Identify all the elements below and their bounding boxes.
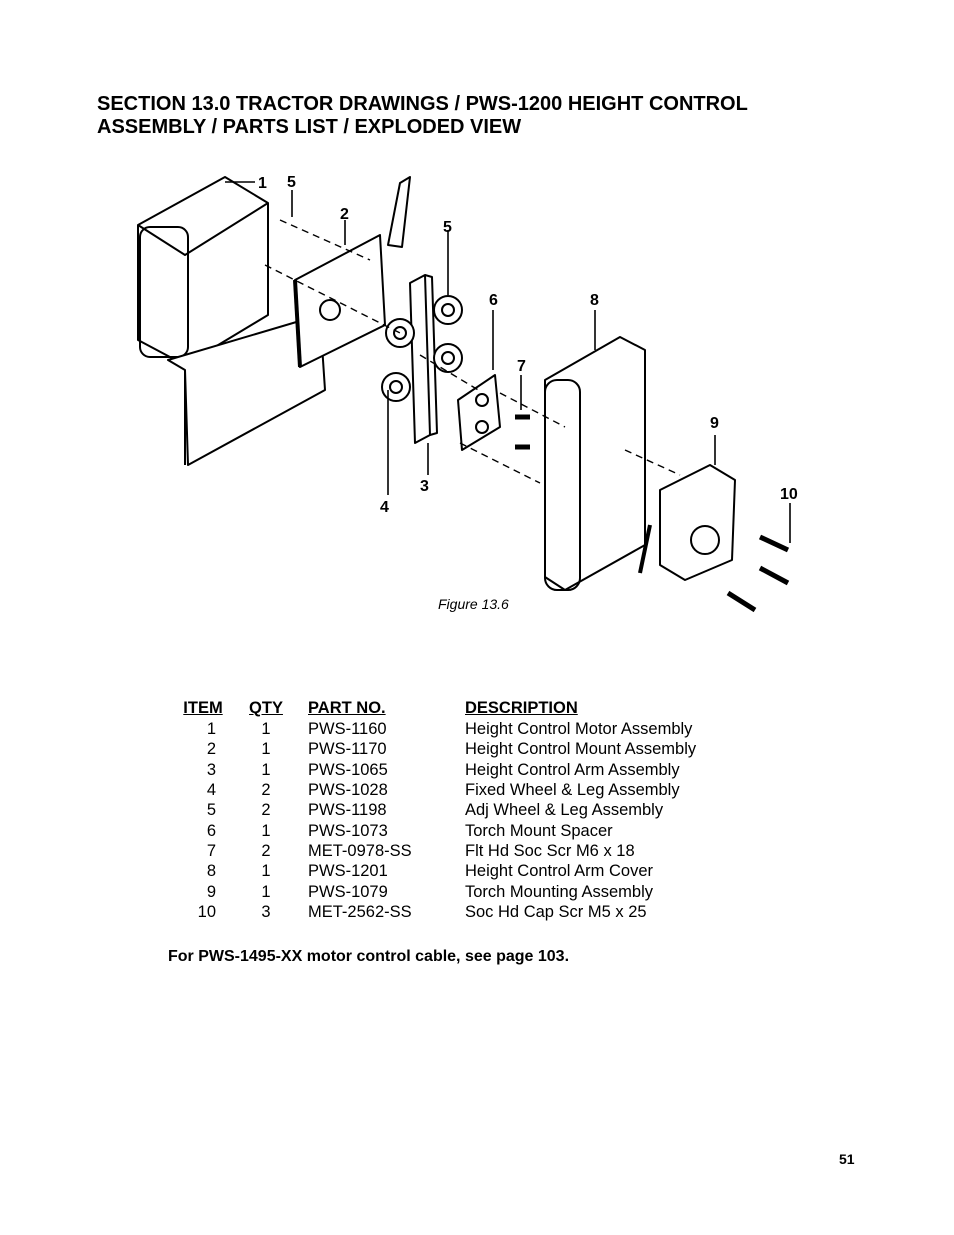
callout-2: 2 [340, 206, 349, 223]
table-row: 7 2 MET-0978-SS Flt Hd Soc Scr M6 x 18 [165, 841, 745, 861]
callout-6: 6 [489, 292, 498, 309]
table-row: 10 3 MET-2562-SS Soc Hd Cap Scr M5 x 25 [165, 902, 745, 922]
qty-cell: 2 [261, 781, 271, 800]
cable-reference-note: For PWS-1495-XX motor control cable, see… [168, 948, 570, 965]
desc-cell: Height Control Arm Assembly [465, 760, 680, 779]
qty-cell: 1 [261, 821, 271, 840]
header-item: ITEM [183, 699, 223, 717]
qty-cell: 1 [261, 740, 271, 759]
part-cell: PWS-1201 [308, 862, 388, 881]
rack-arm-drawing [409, 274, 438, 444]
part-cell: PWS-1079 [308, 882, 388, 901]
table-row: 1 1 PWS-1160 Height Control Motor Assembly [165, 719, 745, 739]
desc-cell: Height Control Arm Cover [465, 862, 653, 881]
wheels-drawing [381, 295, 463, 402]
part-cell: PWS-1028 [308, 781, 388, 800]
item-cell: 4 [206, 781, 216, 800]
desc-cell: Torch Mounting Assembly [465, 882, 654, 901]
header-part-no: PART NO. [308, 699, 386, 717]
desc-cell: Height Control Mount Assembly [465, 740, 697, 759]
table-header-row: ITEM QTY PART NO. DESCRIPTION [165, 698, 745, 719]
item-cell: 7 [206, 841, 216, 860]
desc-cell: Height Control Motor Assembly [465, 720, 693, 739]
item-cell: 1 [206, 720, 216, 739]
qty-cell: 3 [261, 902, 271, 921]
table-row: 3 1 PWS-1065 Height Control Arm Assembly [165, 760, 745, 780]
page-number: 51 [839, 1151, 855, 1167]
desc-cell: Soc Hd Cap Scr M5 x 25 [465, 902, 647, 921]
part-cell: MET-2562-SS [308, 902, 412, 921]
table-row: 2 1 PWS-1170 Height Control Mount Assembly [165, 739, 745, 759]
spacer-drawing [457, 374, 501, 451]
callout-8: 8 [590, 292, 599, 309]
figure-caption: Figure 13.6 [438, 596, 509, 612]
item-cell: 8 [206, 862, 216, 881]
torch-clamp-drawing [638, 464, 736, 581]
callout-9: 9 [710, 415, 719, 432]
callout-5a: 5 [287, 174, 296, 191]
desc-cell: Flt Hd Soc Scr M6 x 18 [465, 841, 635, 860]
qty-cell: 1 [261, 882, 271, 901]
qty-cell: 1 [261, 720, 271, 739]
desc-cell: Adj Wheel & Leg Assembly [465, 801, 664, 820]
motor-box-drawing [137, 176, 326, 466]
part-cell: PWS-1170 [308, 740, 387, 759]
item-cell: 10 [197, 902, 216, 921]
callout-5b: 5 [443, 219, 452, 236]
item-cell: 9 [206, 882, 216, 901]
item-cell: 3 [206, 760, 216, 779]
qty-cell: 1 [261, 760, 271, 779]
part-cell: PWS-1198 [308, 801, 387, 820]
part-cell: PWS-1065 [308, 760, 388, 779]
callout-1: 1 [258, 175, 267, 192]
page-title: SECTION 13.0 TRACTOR DRAWINGS / PWS-1200… [97, 93, 748, 138]
table-row: 8 1 PWS-1201 Height Control Arm Cover [165, 861, 745, 881]
qty-cell: 2 [261, 841, 271, 860]
table-row: 9 1 PWS-1079 Torch Mounting Assembly [165, 881, 745, 901]
table-row: 5 2 PWS-1198 Adj Wheel & Leg Assembly [165, 800, 745, 820]
item-cell: 5 [206, 801, 216, 820]
callout-3: 3 [420, 478, 429, 495]
part-cell: PWS-1160 [308, 720, 387, 739]
item-cell: 2 [206, 740, 216, 759]
header-description: DESCRIPTION [465, 699, 578, 717]
qty-cell: 2 [261, 801, 271, 820]
desc-cell: Fixed Wheel & Leg Assembly [465, 781, 680, 800]
table-row: 4 2 PWS-1028 Fixed Wheel & Leg Assembly [165, 780, 745, 800]
table-row: 6 1 PWS-1073 Torch Mount Spacer [165, 820, 745, 840]
item-cell: 6 [206, 821, 216, 840]
qty-cell: 1 [261, 862, 271, 881]
part-cell: MET-0978-SS [308, 841, 412, 860]
arm-cover-drawing [544, 336, 646, 591]
part-cell: PWS-1073 [308, 821, 388, 840]
callout-7: 7 [517, 358, 526, 375]
exploded-view-drawing: 1 5 2 5 6 8 7 9 10 4 3 [137, 174, 798, 613]
desc-cell: Torch Mount Spacer [465, 821, 613, 840]
header-qty: QTY [249, 699, 283, 717]
callout-10: 10 [780, 486, 798, 503]
callout-4: 4 [380, 499, 389, 516]
